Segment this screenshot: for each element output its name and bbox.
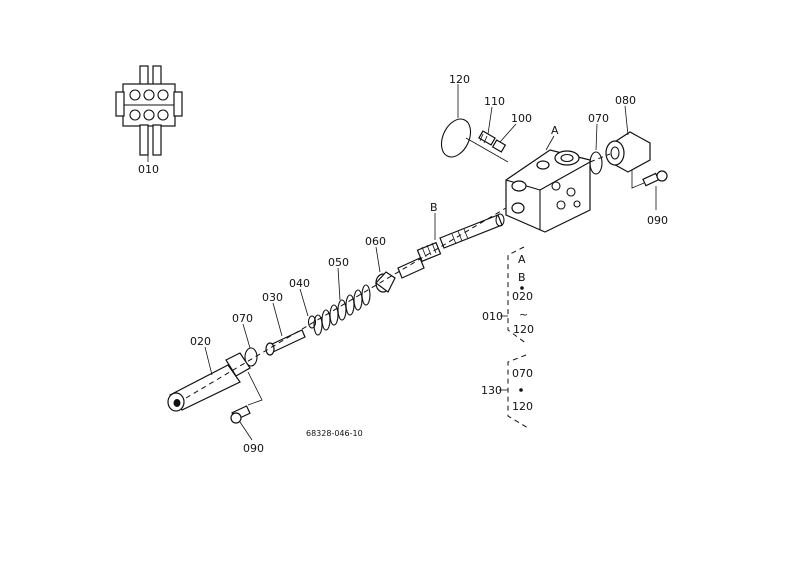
- assembly-legend-010: 010 A B 020 ~ 120: [482, 246, 534, 345]
- cap-080: [605, 131, 651, 173]
- plug-110: [478, 130, 496, 146]
- assembly-legend-130: 130 070 120: [481, 354, 533, 429]
- callout-030: 030: [262, 291, 283, 304]
- callout-040: 040: [289, 277, 310, 290]
- callout-090-right: 090: [647, 214, 668, 227]
- callout-090-left: 090: [243, 442, 264, 455]
- callout-B: B: [430, 201, 438, 214]
- legend-010-item-B: B: [518, 271, 526, 284]
- bolt-090-left: [230, 371, 263, 424]
- o-ring-070-right: [589, 151, 603, 175]
- washer-040: [307, 315, 317, 329]
- o-ring-070-left: [244, 347, 258, 367]
- callout-110: 110: [484, 95, 505, 108]
- legend-010-item-A: A: [518, 253, 526, 266]
- plug-100: [491, 139, 507, 153]
- spring-050: [313, 284, 371, 336]
- callout-120-top: 120: [449, 73, 470, 86]
- callout-100: 100: [511, 112, 532, 125]
- legend-010-label: 010: [482, 310, 503, 323]
- callout-070-right: 070: [588, 112, 609, 125]
- valve-thumbnail: [115, 65, 183, 162]
- callout-080: 080: [615, 94, 636, 107]
- o-ring-120: [440, 118, 472, 158]
- drawing-reference-number: 68328-046-10: [306, 429, 363, 438]
- cap-020: [167, 352, 251, 412]
- callout-020: 020: [190, 335, 211, 348]
- spool-B: [416, 213, 505, 263]
- callout-070-left: 070: [232, 312, 253, 325]
- leader-lines: [204, 84, 657, 441]
- legend-010-item-020: 020: [512, 290, 533, 303]
- legend-130-item-070: 070: [512, 367, 533, 380]
- callout-060: 060: [365, 235, 386, 248]
- callout-A: A: [551, 124, 559, 137]
- legend-010-item-120: 120: [513, 323, 534, 336]
- thumbnail-label: 010: [138, 163, 159, 176]
- range-tilde: ~: [519, 308, 528, 321]
- legend-130-item-120: 120: [512, 400, 533, 413]
- bolt-090-right: [631, 170, 668, 189]
- pin-030: [265, 329, 306, 356]
- valve-body-A: [505, 149, 591, 233]
- legend-130-label: 130: [481, 384, 502, 397]
- retainer-060: [375, 257, 425, 293]
- callout-050: 050: [328, 256, 349, 269]
